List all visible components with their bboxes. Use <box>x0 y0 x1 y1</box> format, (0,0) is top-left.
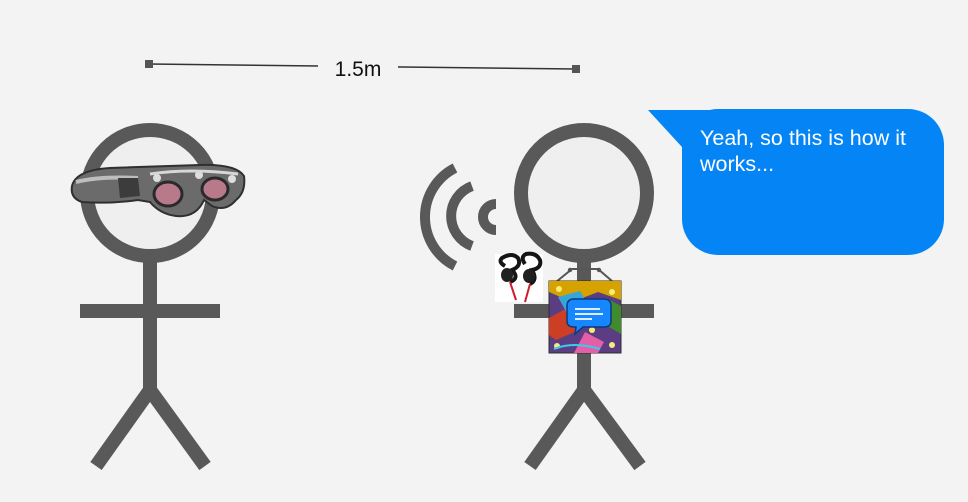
left-leg-right <box>524 385 590 471</box>
right-leg-left <box>144 385 211 471</box>
left-leg-left <box>90 385 156 471</box>
speech-bubble: Yeah, so this is how it works... <box>682 109 944 255</box>
right-leg-right <box>578 385 646 471</box>
distance-label: 1.5m <box>318 56 398 84</box>
head-right <box>514 123 654 263</box>
message-device-icon <box>548 267 622 354</box>
distance-endpoint-left <box>145 60 153 68</box>
earbuds-icon <box>495 251 543 303</box>
distance-endpoint-right <box>572 65 580 73</box>
speech-bubble-text: Yeah, so this is how it works... <box>700 126 906 176</box>
mixed-reality-headset-icon <box>70 163 246 218</box>
sound-wave-icon <box>419 163 497 271</box>
